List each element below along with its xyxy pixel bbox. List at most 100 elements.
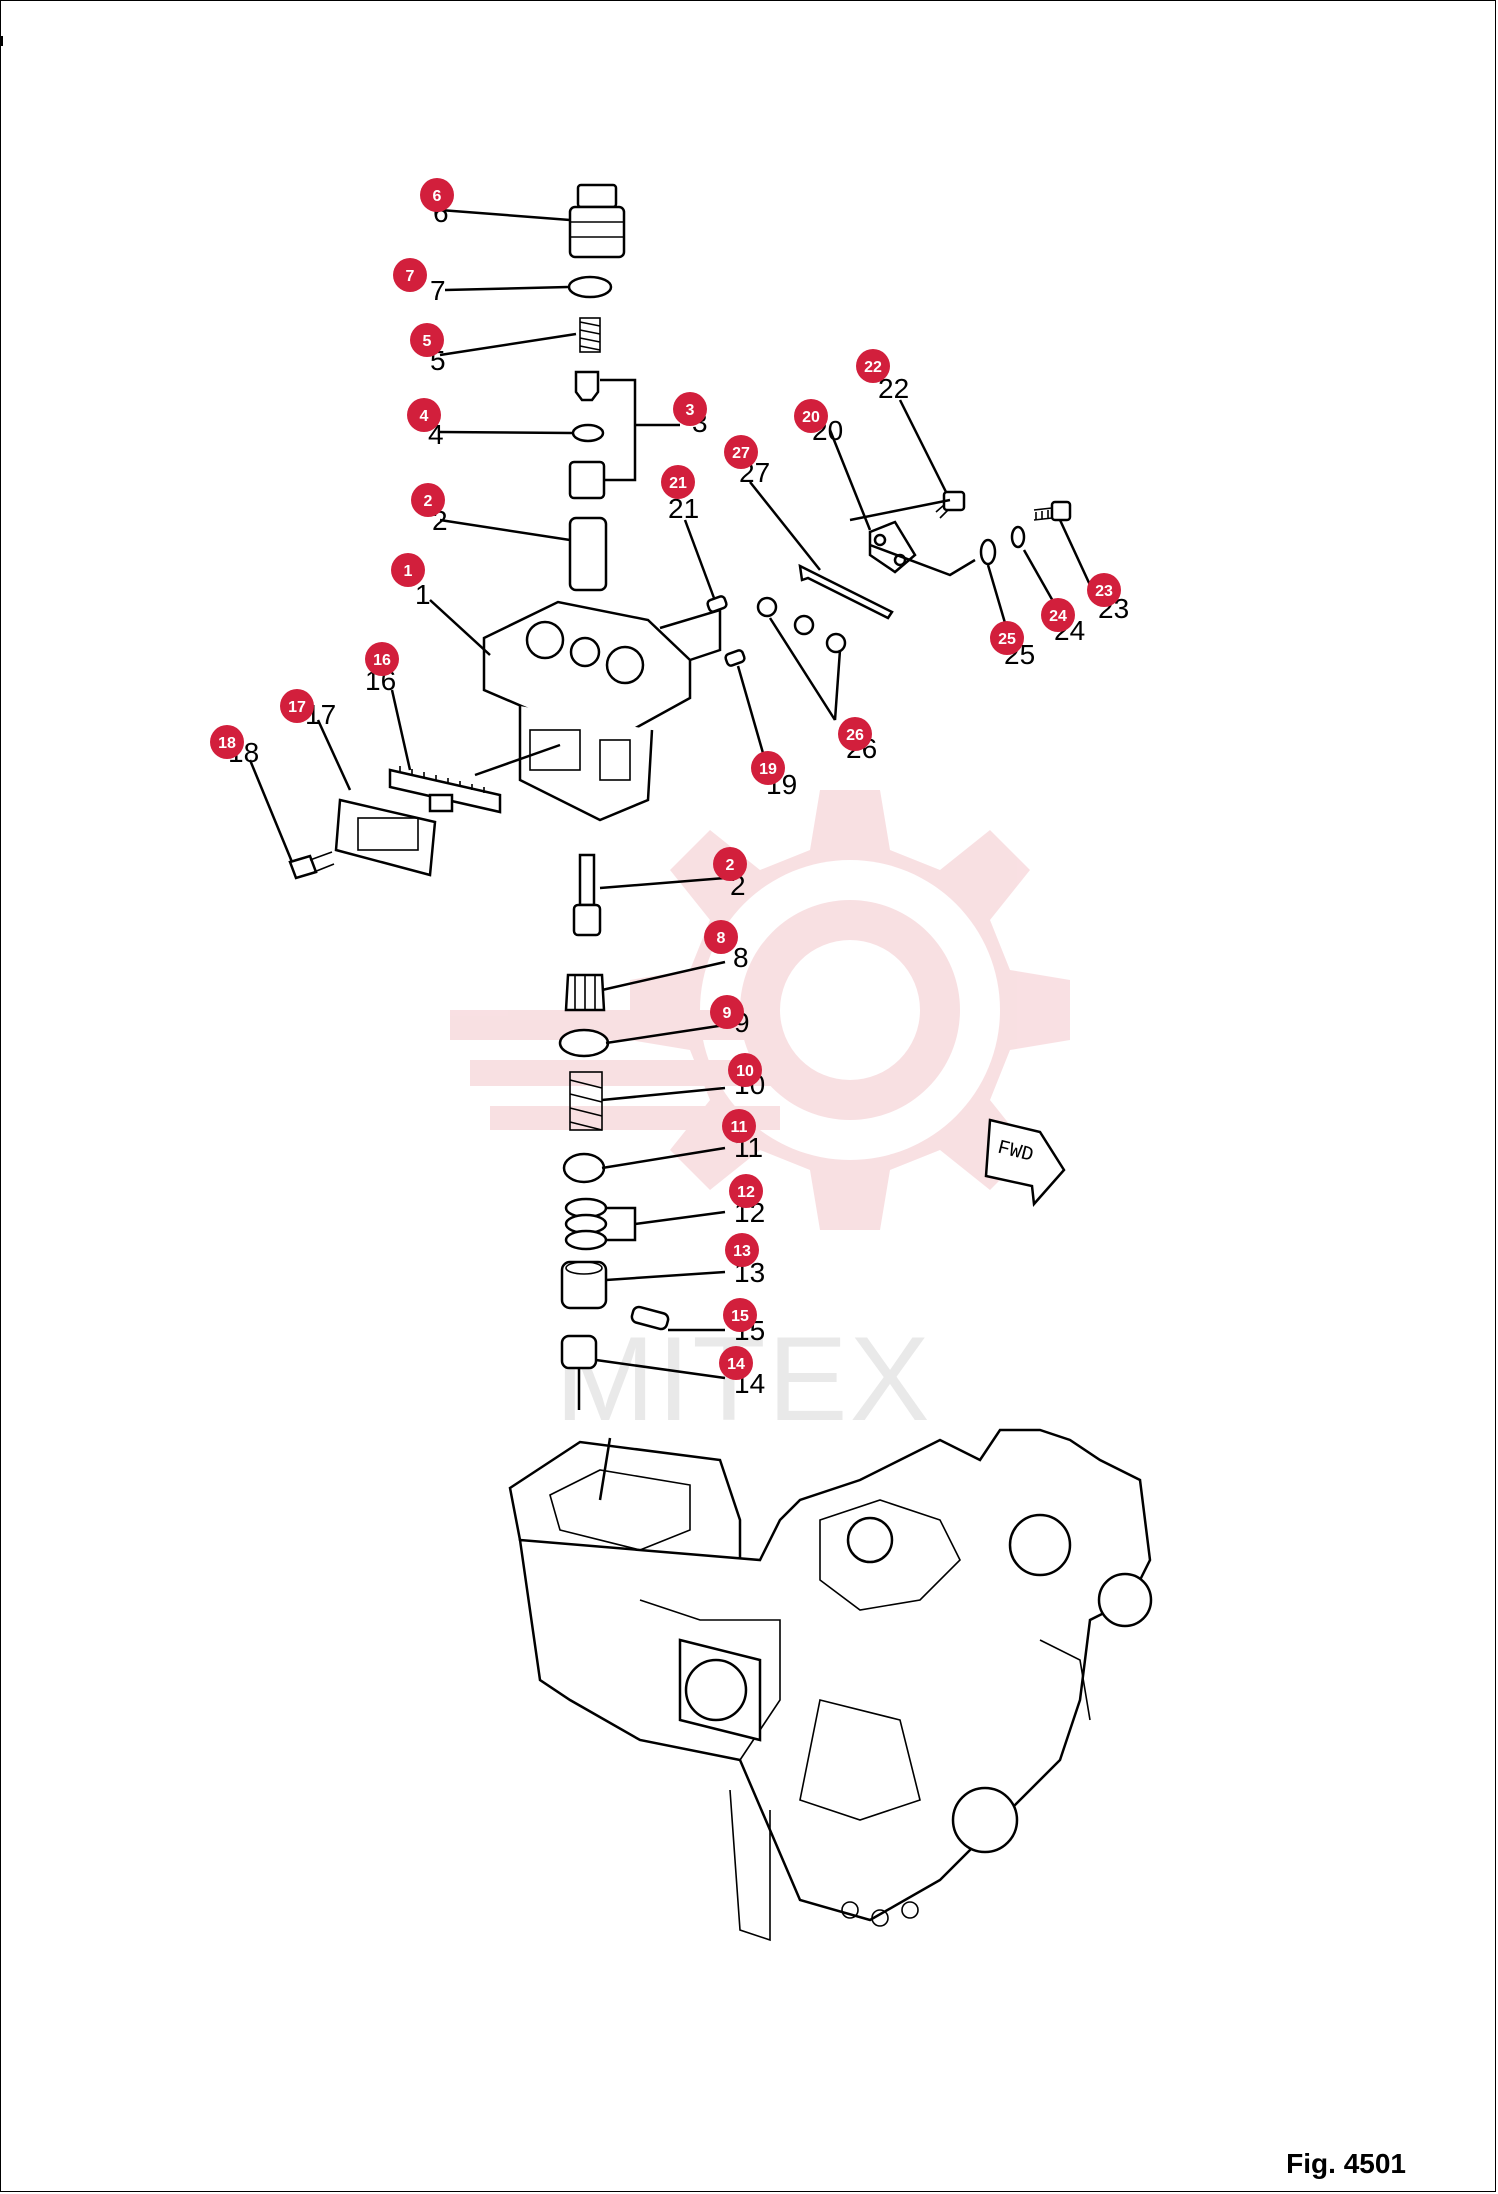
callout-circle: [723, 1298, 757, 1332]
corner-mark: [0, 36, 3, 46]
callout-11[interactable]: 11: [722, 1109, 756, 1143]
callout-circle: [751, 751, 785, 785]
callout-circle: [411, 483, 445, 517]
callout-label: 19: [759, 761, 777, 778]
callout-circle: [1041, 598, 1075, 632]
callout-circle: [410, 323, 444, 357]
figure-label: Fig. 4501: [1286, 2148, 1406, 2179]
engine-block: [508, 1428, 1153, 1942]
callout-18[interactable]: 18: [210, 725, 244, 759]
callout-1[interactable]: 1: [391, 553, 425, 587]
callout-circle: [728, 1053, 762, 1087]
callout-21[interactable]: 21: [661, 465, 695, 499]
callout-label: 18: [218, 735, 236, 752]
part-13-tappet: [560, 1260, 608, 1310]
callout-label: 14: [727, 1356, 745, 1373]
callout-label: 13: [733, 1243, 751, 1260]
callout-label: 21: [669, 475, 687, 492]
callout-circle: [710, 995, 744, 1029]
part-10-spring: [569, 1071, 603, 1131]
leader-lines: [248, 208, 1092, 1501]
callout-label: 9: [723, 1005, 732, 1022]
watermark-gear-icon: MITEX: [450, 790, 1070, 1446]
callout-label: 3: [686, 402, 695, 419]
callout-circle: [719, 1346, 753, 1380]
part-26-nuts: [756, 596, 847, 654]
part-23-bolt: [1033, 500, 1072, 522]
callout-14[interactable]: 14: [719, 1346, 753, 1380]
callout-label: 17: [288, 699, 306, 716]
part-14-roller: [560, 1334, 598, 1370]
callout-circle: [990, 621, 1024, 655]
callout-circle: [729, 1174, 763, 1208]
watermark-text: MITEX: [555, 1312, 932, 1446]
callout-label: 7: [406, 268, 415, 285]
callout-circle: [856, 349, 890, 383]
part-22-bolt: [935, 490, 966, 519]
callout-15[interactable]: 15: [723, 1298, 757, 1332]
callout-label: 20: [802, 409, 820, 426]
callout-20[interactable]: 20: [794, 399, 828, 433]
callout-10[interactable]: 10: [728, 1053, 762, 1087]
callout-5[interactable]: 5: [410, 323, 444, 357]
callout-13[interactable]: 13: [725, 1233, 759, 1267]
callout-circle: [673, 392, 707, 426]
callout-circle: [794, 399, 828, 433]
callout-circle: [713, 847, 747, 881]
callout-7[interactable]: 7: [393, 258, 427, 292]
reference-number: 7: [430, 275, 446, 306]
callout-label: 27: [732, 445, 750, 462]
callout-label: 11: [731, 1119, 748, 1136]
reference-number: 1: [415, 579, 431, 610]
callout-6[interactable]: 6: [420, 178, 454, 212]
callout-circle: [210, 725, 244, 759]
callout-23[interactable]: 23: [1087, 573, 1121, 607]
callout-circle: [838, 717, 872, 751]
callout-label: 12: [737, 1184, 755, 1201]
callout-26[interactable]: 26: [838, 717, 872, 751]
callout-17[interactable]: 17: [280, 689, 314, 723]
part-1-pump-housing: [482, 600, 692, 822]
callout-label: 5: [423, 333, 432, 350]
callout-4[interactable]: 4: [407, 398, 441, 432]
part-12-shims: [564, 1197, 608, 1251]
callout-circle: [722, 1109, 756, 1143]
callout-circle: [391, 553, 425, 587]
part-8-sleeve: [564, 973, 606, 1012]
callout-label: 10: [736, 1063, 754, 1080]
callout-12[interactable]: 12: [729, 1174, 763, 1208]
callout-3[interactable]: 3: [673, 392, 707, 426]
part-17-cover: [334, 798, 437, 877]
callout-circle: [725, 1233, 759, 1267]
callout-label: 8: [717, 930, 726, 947]
part-15-pin: [630, 1305, 670, 1331]
callout-22[interactable]: 22: [856, 349, 890, 383]
callout-circle: [724, 435, 758, 469]
callout-8[interactable]: 8: [704, 920, 738, 954]
callout-16[interactable]: 16: [365, 642, 399, 676]
callout-circle: [661, 465, 695, 499]
callout-circle: [407, 398, 441, 432]
callout-label: 22: [864, 359, 882, 376]
part-18-bolt: [288, 851, 335, 880]
callout-circle: [704, 920, 738, 954]
callout-9[interactable]: 9: [710, 995, 744, 1029]
callout-27[interactable]: 27: [724, 435, 758, 469]
callout-2[interactable]: 2: [713, 847, 747, 881]
callout-25[interactable]: 25: [990, 621, 1024, 655]
part-7-o-ring: [567, 275, 613, 299]
part-25-washer: [979, 538, 997, 566]
part-19-pin: [724, 649, 746, 667]
part-6-valve-holder: [568, 183, 626, 259]
callout-label: 24: [1049, 608, 1067, 625]
part-20-plate: [868, 520, 917, 574]
callout-circle: [393, 258, 427, 292]
callout-19[interactable]: 19: [751, 751, 785, 785]
callout-circle: [365, 642, 399, 676]
callout-label: 23: [1095, 583, 1113, 600]
callout-2[interactable]: 2: [411, 483, 445, 517]
callout-label: 26: [846, 727, 864, 744]
callout-label: 1: [404, 563, 413, 580]
callout-24[interactable]: 24: [1041, 598, 1075, 632]
